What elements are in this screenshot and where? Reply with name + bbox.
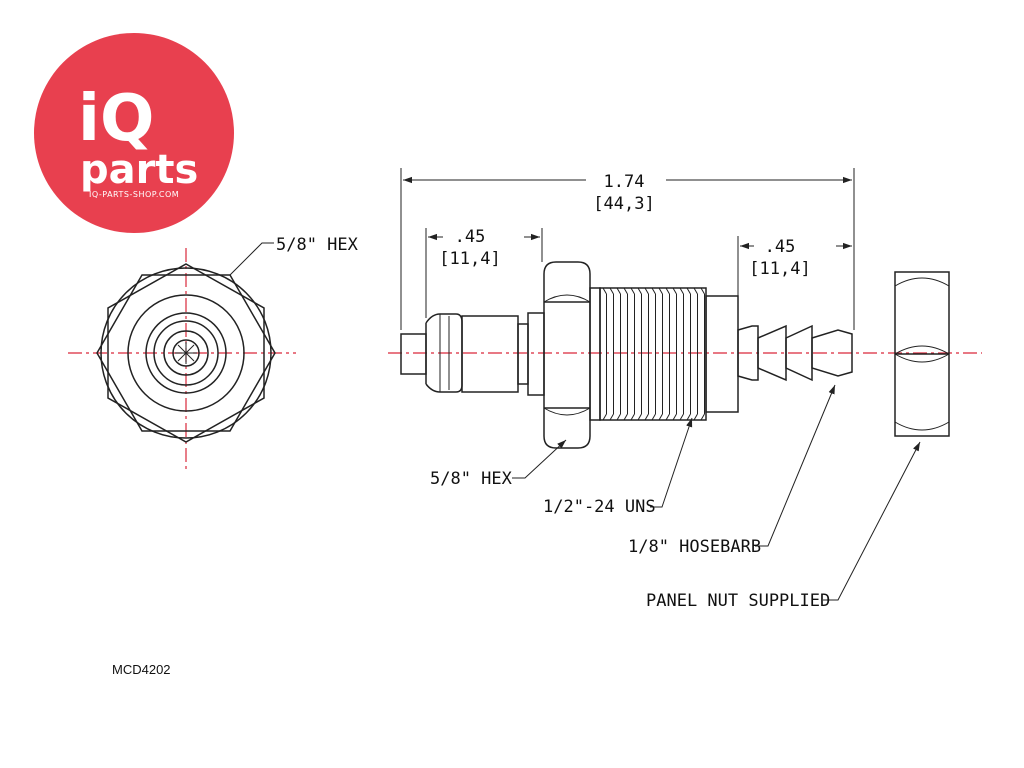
end-view-flange-circle — [100, 267, 272, 439]
barb-ring-2 — [785, 324, 813, 382]
side-view — [388, 261, 982, 449]
barb-ring-1 — [757, 324, 787, 382]
end-view-hex-label: 5/8" HEX — [276, 235, 359, 255]
end-view-ring-inner — [153, 320, 219, 386]
logo-website-text: IQ-PARTS-SHOP.COM — [89, 190, 179, 199]
overall-dim-mm: [44,3] — [593, 194, 654, 214]
hosebarb-leader — [755, 384, 836, 547]
thread-label: 1/2"-24 UNS — [543, 497, 656, 517]
plug-body — [461, 315, 519, 393]
plug-neck — [517, 323, 529, 385]
overall-dim-inch: 1.74 — [604, 172, 645, 192]
end-view-valve-star — [175, 342, 197, 364]
brand-logo: iQ parts IQ-PARTS-SHOP.COM — [34, 33, 234, 233]
left-dim-mm: [11,4] — [439, 249, 500, 269]
thread-teeth — [602, 287, 705, 421]
body-hex-chamfers — [543, 294, 591, 416]
barb-base — [737, 325, 759, 381]
body-hex-label: 5/8" HEX — [430, 469, 513, 489]
end-view-hex-rotated — [107, 263, 265, 443]
end-view-body-circle — [127, 294, 245, 412]
thread-end-collar — [705, 295, 739, 413]
thread-shoulder — [589, 287, 601, 421]
right-dim-mm: [11,4] — [749, 259, 810, 279]
end-view-hex-leader — [229, 242, 274, 276]
right-dim-inch: .45 — [765, 237, 796, 257]
logo-parts-text: parts — [80, 147, 198, 193]
callouts: 5/8" HEX 1/2"-24 UNS 1/8" HOSEBARB PANEL… — [430, 384, 921, 611]
part-code: MCD4202 — [112, 662, 171, 677]
logo-circle — [34, 33, 234, 233]
panel-nut-leader — [823, 441, 921, 601]
logo-iq-text: iQ — [78, 82, 154, 156]
thread-section — [602, 287, 705, 421]
plug-tip — [400, 333, 427, 375]
thread-leader — [650, 417, 693, 508]
left-dim-inch: .45 — [455, 227, 486, 247]
end-view-ring-outer — [145, 312, 227, 394]
panel-nut-label: PANEL NUT SUPPLIED — [646, 591, 830, 611]
body-hex-leader — [512, 439, 567, 479]
plug-collar — [527, 312, 545, 396]
end-view-bore — [163, 330, 209, 376]
end-view-valve — [172, 339, 200, 367]
hosebarb-label: 1/8" HOSEBARB — [628, 537, 761, 557]
end-view: 5/8" HEX — [68, 235, 359, 472]
barb-ring-3 — [811, 329, 853, 377]
body-hex — [543, 261, 591, 449]
panel-nut-chamfers — [894, 277, 950, 431]
dimensions: 1.74 [44,3] .45 [11,4] .45 [11,4] — [400, 168, 855, 330]
